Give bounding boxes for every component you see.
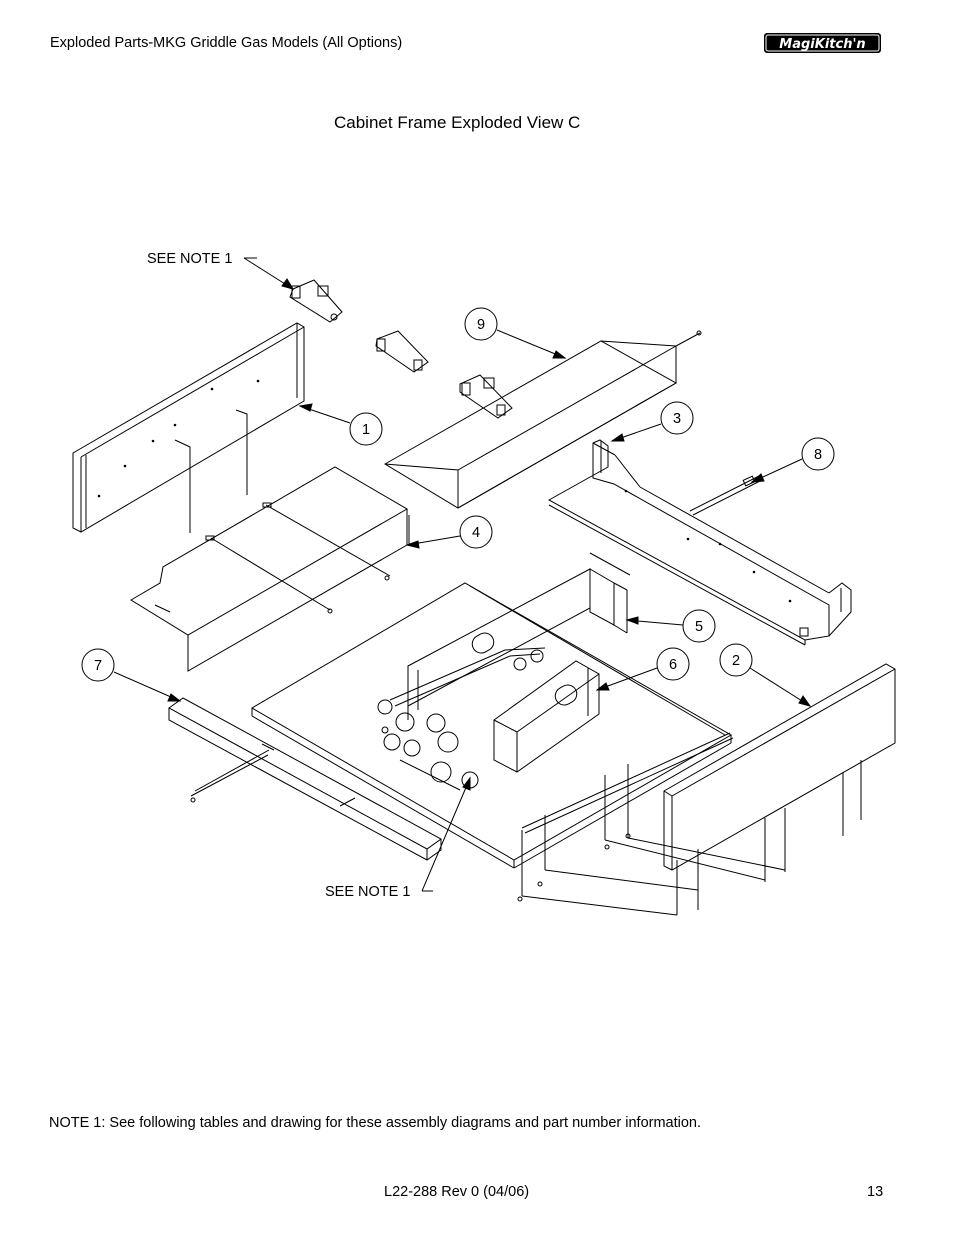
part-2-front-panel bbox=[517, 663, 896, 916]
note-1-text: NOTE 1: See following tables and drawing… bbox=[49, 1115, 702, 1131]
callout-balloon-4 bbox=[459, 515, 493, 549]
part-1-rods bbox=[174, 409, 248, 533]
callout-balloon-8 bbox=[801, 437, 835, 471]
part-8-rod bbox=[689, 475, 763, 516]
magikitchn-logo: MagiKitch'n bbox=[764, 33, 881, 53]
part-6-divider bbox=[493, 660, 600, 773]
callout-number-1: 1 bbox=[362, 422, 370, 438]
callout-number-3: 3 bbox=[673, 411, 681, 427]
callout-number-8: 8 bbox=[814, 447, 822, 463]
callout-balloon-2 bbox=[719, 643, 753, 677]
callout-balloon-1 bbox=[349, 412, 383, 446]
part-4-bottom-plate bbox=[130, 466, 410, 672]
document-header-title: Exploded Parts-MKG Griddle Gas Models (A… bbox=[50, 35, 403, 51]
see-note-label-bottom: SEE NOTE 1 bbox=[325, 884, 410, 900]
callout-balloon-3 bbox=[660, 401, 694, 435]
callout-balloon-5 bbox=[682, 609, 716, 643]
callout-number-7: 7 bbox=[94, 658, 102, 674]
callout-leaders bbox=[113, 257, 812, 892]
part-1-side-panel bbox=[72, 322, 305, 533]
bracket-assembly-lower bbox=[459, 374, 513, 419]
gas-valve-assembly bbox=[377, 647, 546, 791]
callout-number-9: 9 bbox=[477, 317, 485, 333]
part-5-divider bbox=[407, 552, 631, 720]
bracket-assembly-middle bbox=[375, 330, 429, 373]
part-3-rear-frame bbox=[547, 439, 852, 646]
callout-number-5: 5 bbox=[695, 619, 703, 635]
callout-balloon-7 bbox=[81, 648, 115, 682]
brand-text: MagiKitch'n bbox=[779, 37, 865, 52]
callout-balloon-6 bbox=[656, 647, 690, 681]
bracket-assembly-top bbox=[289, 279, 343, 323]
callout-balloons bbox=[81, 307, 835, 682]
base-frame bbox=[251, 582, 733, 869]
callout-number-4: 4 bbox=[472, 525, 480, 541]
part-9-top-shelf bbox=[384, 330, 702, 509]
see-note-label-top: SEE NOTE 1 bbox=[147, 251, 232, 267]
callout-number-2: 2 bbox=[732, 653, 740, 669]
footer-page-number: 13 bbox=[867, 1184, 884, 1200]
callout-number-6: 6 bbox=[669, 657, 677, 673]
page-title: Cabinet Frame Exploded View C bbox=[334, 113, 581, 132]
part-7-front-rail bbox=[168, 697, 442, 861]
footer-document-id: L22-288 Rev 0 (04/06) bbox=[384, 1184, 530, 1200]
callout-balloon-9 bbox=[464, 307, 498, 341]
